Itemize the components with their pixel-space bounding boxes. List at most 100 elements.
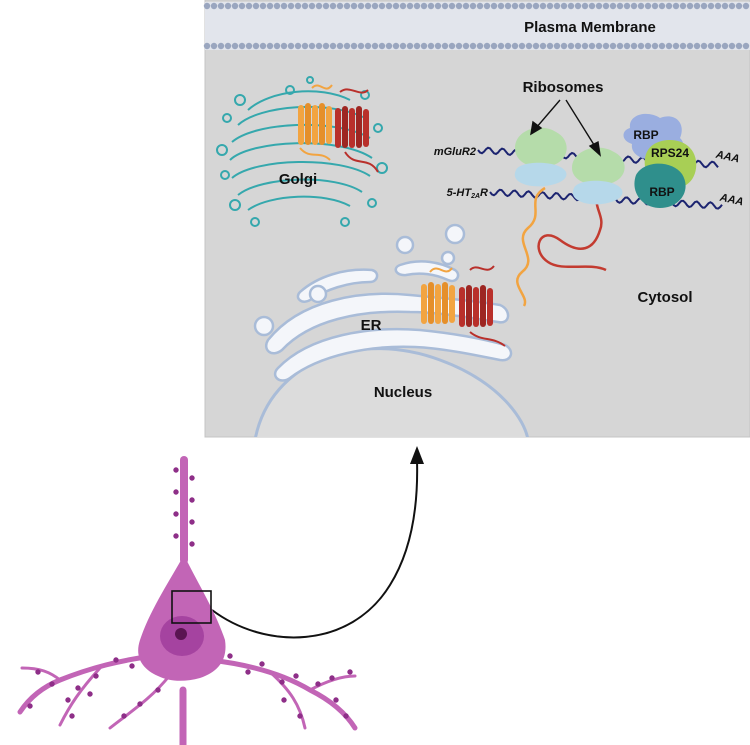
dendritic-spine <box>173 489 179 495</box>
nascent-peptide-orange <box>516 186 546 307</box>
membrane-bead <box>490 42 498 50</box>
membrane-bead <box>679 2 687 10</box>
dendritic-spine <box>245 669 251 675</box>
membrane-bead <box>686 42 694 50</box>
membrane-bead <box>623 2 631 10</box>
dendritic-spine <box>173 533 179 539</box>
membrane-bead <box>350 42 358 50</box>
membrane-bead <box>483 2 491 10</box>
dendritic-spine <box>27 703 33 709</box>
ribosome-left <box>514 127 567 187</box>
dendritic-spine <box>281 697 287 703</box>
neuron-dendrites <box>17 456 358 745</box>
membrane-bead <box>343 42 351 50</box>
dendritic-spine <box>129 663 135 669</box>
membrane-bead <box>322 42 330 50</box>
dendritic-spine <box>189 497 195 503</box>
membrane-bead <box>308 2 316 10</box>
membrane-bead <box>490 2 498 10</box>
membrane-bead <box>721 2 729 10</box>
membrane-bead <box>259 2 267 10</box>
membrane-bead <box>322 2 330 10</box>
membrane-bead <box>462 2 470 10</box>
zoom-region-box <box>171 590 212 624</box>
membrane-bead <box>287 42 295 50</box>
membrane-bead <box>224 42 232 50</box>
plasma-membrane: Plasma Membrane <box>203 2 750 50</box>
membrane-bead <box>518 42 526 50</box>
dendritic-spine <box>189 519 195 525</box>
membrane-bead <box>462 42 470 50</box>
membrane-bead <box>427 42 435 50</box>
dendritic-spine <box>93 673 99 679</box>
membrane-bead <box>266 2 274 10</box>
membrane-bead <box>469 42 477 50</box>
membrane-bead <box>693 2 701 10</box>
er-label: ER <box>361 317 382 334</box>
membrane-bead <box>259 42 267 50</box>
membrane-bead <box>210 2 218 10</box>
membrane-bead <box>658 42 666 50</box>
membrane-bead <box>420 42 428 50</box>
membrane-bead <box>392 2 400 10</box>
rbp-bottom-label: RBP <box>649 185 674 199</box>
membrane-bead <box>630 2 638 10</box>
golgi-label: Golgi <box>279 171 317 188</box>
membrane-bead <box>441 2 449 10</box>
dendritic-spine <box>87 691 93 697</box>
membrane-bead <box>357 42 365 50</box>
membrane-bead <box>546 42 554 50</box>
membrane-bead <box>567 2 575 10</box>
membrane-bead <box>532 42 540 50</box>
rps24-label: RPS24 <box>651 146 689 160</box>
dendritic-spine <box>155 687 161 693</box>
membrane-bead <box>385 2 393 10</box>
er-receptor-pair <box>421 265 506 347</box>
dendritic-spine <box>227 653 233 659</box>
membrane-bead <box>280 2 288 10</box>
membrane-bead <box>546 2 554 10</box>
membrane-bead <box>602 2 610 10</box>
dendritic-spine <box>333 697 339 703</box>
rbp-top-label: RBP <box>633 128 658 142</box>
membrane-bead <box>469 2 477 10</box>
membrane-bead <box>609 2 617 10</box>
membrane-bead <box>665 2 673 10</box>
membrane-bead <box>497 42 505 50</box>
mglur2-label: mGluR2 <box>434 146 476 158</box>
rbp-bottom <box>634 163 686 208</box>
membrane-bead <box>448 42 456 50</box>
dendritic-spine <box>279 679 285 685</box>
dendritic-spine <box>137 701 143 707</box>
membrane-bead <box>315 2 323 10</box>
membrane-bead <box>455 42 463 50</box>
membrane-bead <box>476 2 484 10</box>
dendritic-spine <box>121 713 127 719</box>
dendritic-spine <box>173 467 179 473</box>
membrane-bead <box>476 42 484 50</box>
membrane-bead <box>245 2 253 10</box>
dendritic-spine <box>259 661 265 667</box>
membrane-bead <box>371 2 379 10</box>
membrane-bead <box>224 2 232 10</box>
membrane-bead <box>483 42 491 50</box>
membrane-bead <box>399 2 407 10</box>
membrane-bead <box>700 2 708 10</box>
membrane-bead <box>721 42 729 50</box>
membrane-bead <box>651 42 659 50</box>
membrane-bead <box>413 2 421 10</box>
membrane-bead <box>707 2 715 10</box>
membrane-bead <box>238 2 246 10</box>
membrane-bead <box>420 2 428 10</box>
membrane-bead <box>672 2 680 10</box>
dendritic-spine <box>65 697 71 703</box>
membrane-bead <box>553 42 561 50</box>
membrane-bead <box>686 2 694 10</box>
membrane-bead <box>266 42 274 50</box>
membrane-bead <box>364 2 372 10</box>
membrane-bead <box>231 42 239 50</box>
membrane-bead <box>511 2 519 10</box>
membrane-bead <box>441 42 449 50</box>
5ht2ar-label: 5-HT2AR <box>447 187 488 200</box>
